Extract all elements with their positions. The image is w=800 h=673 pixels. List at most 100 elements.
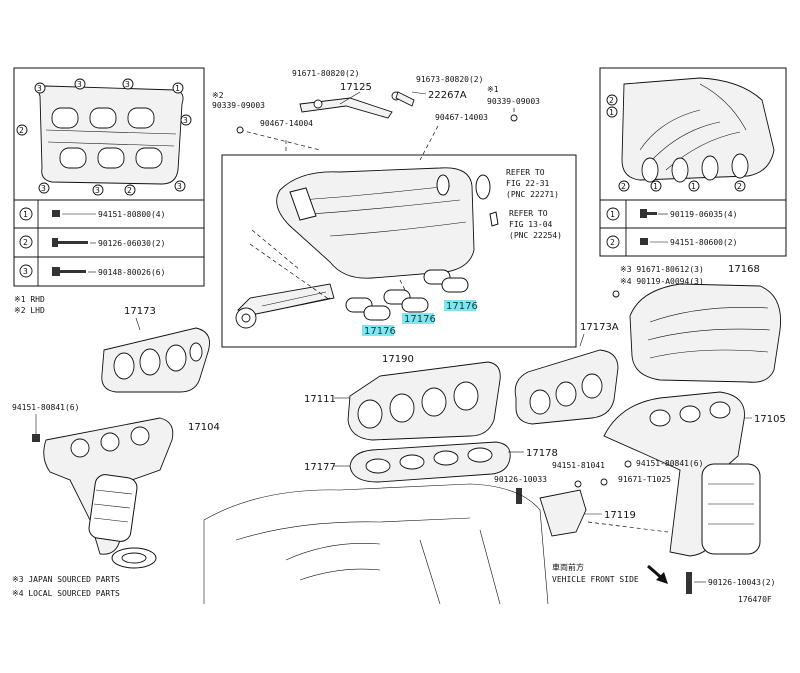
vehicle-front-jp: 車両前方 xyxy=(552,562,584,572)
top-callouts: 91671-80820(2) 17125 91673-80820(2) 2226… xyxy=(212,69,540,161)
part-17173a[interactable]: 17173A xyxy=(580,322,619,333)
svg-text:FIG 22-31: FIG 22-31 xyxy=(506,179,550,188)
nut-icon xyxy=(52,210,60,217)
svg-text:1: 1 xyxy=(609,108,614,117)
svg-text:2: 2 xyxy=(737,182,742,191)
legend-row-1: 1 94151-80800(4) xyxy=(19,207,165,221)
svg-text:1: 1 xyxy=(175,84,180,93)
vehicle-front-label: VEHICLE FRONT SIDE xyxy=(552,575,639,584)
bolt-90126-10043: 90126-10043(2) xyxy=(686,572,775,594)
bracket-17119: 90126-10033 94151-81041 17119 xyxy=(494,461,669,537)
svg-text:(PNC 22254): (PNC 22254) xyxy=(509,231,562,240)
svg-text:91673-80820(2): 91673-80820(2) xyxy=(416,75,483,84)
svg-text:1: 1 xyxy=(653,182,658,191)
svg-text:17176: 17176 xyxy=(364,326,396,337)
svg-text:1: 1 xyxy=(23,210,28,219)
svg-text:90126-10033: 90126-10033 xyxy=(494,475,547,484)
svg-text:※3 91671-80612(3): ※3 91671-80612(3) xyxy=(620,265,704,274)
svg-text:90126-10043(2): 90126-10043(2) xyxy=(708,578,775,587)
manifold-top-view-drawing: 3 3 3 1 2 3 3 3 2 3 xyxy=(16,78,192,196)
note-japan-sourced: ※3 JAPAN SOURCED PARTS xyxy=(12,575,120,584)
svg-text:90339-09003: 90339-09003 xyxy=(487,97,540,106)
svg-text:3: 3 xyxy=(23,267,28,276)
exhaust-manifold-17105: 17105 94151-80841(6) 91671-T1025 xyxy=(600,391,786,557)
gasket-17173: 17173 xyxy=(101,306,210,393)
exhaust-manifold-17111: 17111 xyxy=(304,361,501,441)
legend-row-2: 2 90126-06030(2) xyxy=(19,235,165,249)
svg-text:FIG 13-04: FIG 13-04 xyxy=(509,220,553,229)
note-rhd: ※1 RHD xyxy=(14,295,45,304)
part-17168[interactable]: 17168 xyxy=(728,264,760,275)
right-legend-row-1: 1 90119-06035(4) xyxy=(606,207,737,221)
part-17176-a[interactable]: 17176 xyxy=(362,325,396,337)
intake-manifold-assembly: REFER TO FIG 22-31 (PNC 22271) REFER TO … xyxy=(221,154,577,348)
svg-text:3: 3 xyxy=(41,184,46,193)
svg-text:94151-81041: 94151-81041 xyxy=(552,461,605,470)
svg-text:2: 2 xyxy=(609,96,614,105)
svg-text:2: 2 xyxy=(610,238,615,247)
heat-insulator-17168: 17168 ※3 91671-80612(3) ※4 90119-A0094(3… xyxy=(612,264,782,383)
svg-text:1: 1 xyxy=(691,182,696,191)
exhaust-manifold-17104: 94151-80841(6) 17104 xyxy=(12,403,220,569)
svg-text:1: 1 xyxy=(610,210,615,219)
svg-text:90339-09003: 90339-09003 xyxy=(212,101,265,110)
nut-icon xyxy=(32,434,40,442)
svg-text:3: 3 xyxy=(77,80,82,89)
gasket-17173a: 17173A xyxy=(514,322,619,425)
bolt-icon xyxy=(640,209,647,218)
svg-text:3: 3 xyxy=(125,80,130,89)
legend-part-3[interactable]: 90148-80026(6) xyxy=(98,268,165,277)
part-17105[interactable]: 17105 xyxy=(754,414,786,425)
engine-block-outline xyxy=(203,483,549,605)
svg-text:17176: 17176 xyxy=(446,301,478,312)
svg-text:17125: 17125 xyxy=(340,82,372,93)
right-legend-part-1[interactable]: 90119-06035(4) xyxy=(670,210,737,219)
svg-text:2: 2 xyxy=(127,186,132,195)
right-legend-part-2[interactable]: 94151-80600(2) xyxy=(670,238,737,247)
vehicle-front-arrow-icon xyxy=(647,564,668,584)
svg-text:17176: 17176 xyxy=(404,314,436,325)
right-legend-row-2: 2 94151-80600(2) xyxy=(606,235,737,249)
diagram-code: 176470F xyxy=(738,595,772,604)
intake-side-view-drawing: 2 1 2 1 1 2 xyxy=(606,77,775,192)
svg-text:※4 90119-A0094(3): ※4 90119-A0094(3) xyxy=(620,277,704,286)
svg-text:(PNC 22271): (PNC 22271) xyxy=(506,190,559,199)
nut-icon xyxy=(640,238,648,245)
svg-text:2: 2 xyxy=(23,238,28,247)
part-17111[interactable]: 17111 xyxy=(304,394,336,405)
stud-icon xyxy=(52,238,58,247)
svg-text:3: 3 xyxy=(177,182,182,191)
svg-text:2: 2 xyxy=(19,126,24,135)
part-17176-c[interactable]: 17176 xyxy=(444,300,478,312)
right-inset: 2 1 2 1 1 2 1 90119-06035(4) 2 94151-806… xyxy=(599,67,787,257)
svg-text:※2: ※2 xyxy=(212,91,224,100)
note-local-sourced: ※4 LOCAL SOURCED PARTS xyxy=(12,589,120,598)
part-17178[interactable]: 17178 xyxy=(526,448,558,459)
gasket-17177: 17177 17178 xyxy=(304,441,558,483)
svg-text:90467-14003: 90467-14003 xyxy=(435,113,488,122)
svg-text:※1: ※1 xyxy=(487,85,499,94)
bolt-icon xyxy=(516,488,522,504)
part-17177[interactable]: 17177 xyxy=(304,462,336,473)
svg-text:91671-T1025: 91671-T1025 xyxy=(618,475,671,484)
svg-text:REFER TO: REFER TO xyxy=(506,168,545,177)
part-17119[interactable]: 17119 xyxy=(604,510,636,521)
svg-text:2: 2 xyxy=(621,182,626,191)
left-inset: 3 3 3 1 2 3 3 3 2 3 1 94151-80800(4) 2 9… xyxy=(13,67,205,287)
gasket-17176-set xyxy=(345,269,469,321)
svg-text:91671-80820(2): 91671-80820(2) xyxy=(292,69,359,78)
svg-text:REFER TO: REFER TO xyxy=(509,209,548,218)
svg-text:22267A: 22267A xyxy=(428,90,467,101)
part-17190[interactable]: 17190 xyxy=(382,354,414,365)
svg-text:94151-80841(6): 94151-80841(6) xyxy=(12,403,79,412)
svg-text:90467-14004: 90467-14004 xyxy=(260,119,313,128)
part-17104[interactable]: 17104 xyxy=(188,422,220,433)
legend-part-1[interactable]: 94151-80800(4) xyxy=(98,210,165,219)
svg-text:3: 3 xyxy=(183,116,188,125)
svg-text:3: 3 xyxy=(95,186,100,195)
svg-text:94151-80841(6): 94151-80841(6) xyxy=(636,459,703,468)
part-17176-b[interactable]: 17176 xyxy=(402,313,436,325)
part-17173[interactable]: 17173 xyxy=(124,306,156,317)
legend-part-2[interactable]: 90126-06030(2) xyxy=(98,239,165,248)
